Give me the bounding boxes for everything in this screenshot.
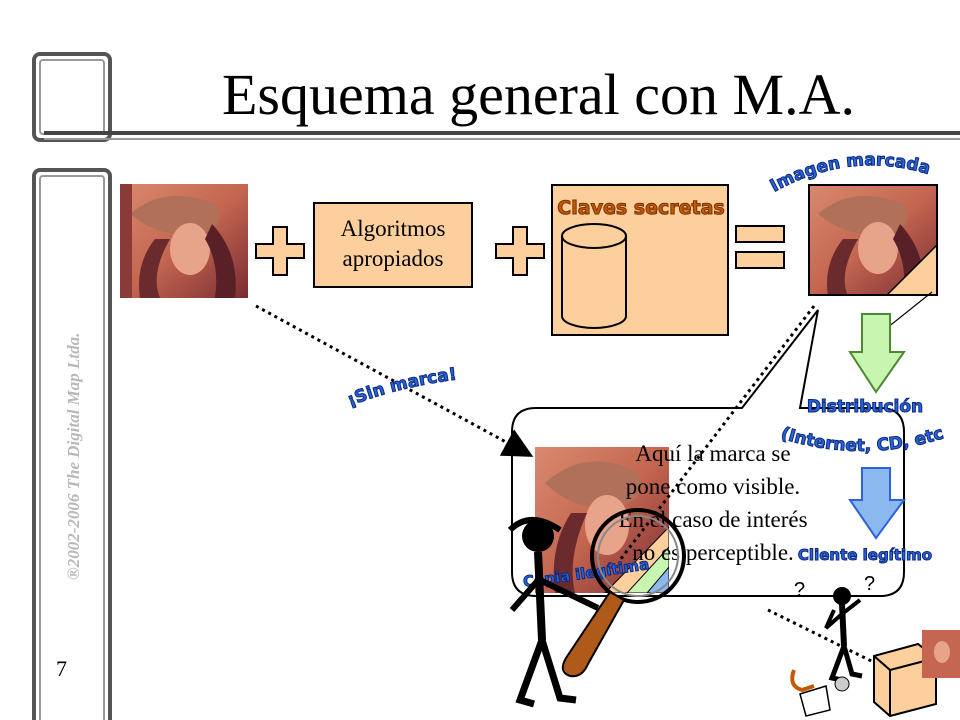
keys-label: Claves secretas: [557, 197, 724, 219]
marked-image: [808, 184, 938, 296]
plus-icon: [495, 226, 545, 276]
database-cylinder-icon: [561, 223, 627, 329]
algorithms-box: Algoritmos apropiados: [313, 202, 473, 288]
callout-text: Aquí la marca se pone como visible. En e…: [588, 437, 838, 569]
plus-icon: [255, 226, 305, 276]
blue-down-arrow-icon: [848, 467, 906, 540]
legit-client-figure-icon: ? ?: [790, 574, 960, 718]
distribution-channels-label-wordart: (Internet, CD, etc.): [776, 420, 946, 457]
original-image: [120, 184, 248, 298]
svg-text:(Internet, CD, etc.): (Internet, CD, etc.): [776, 420, 946, 456]
algorithms-line-1: Algoritmos: [340, 216, 446, 241]
svg-text:?: ?: [864, 574, 875, 595]
svg-text:¡Sin marca!: ¡Sin marca!: [344, 364, 457, 410]
distribution-label: Distribución: [807, 397, 923, 417]
detective-figure-icon: [507, 508, 686, 708]
callout-line-2: pone como visible.: [625, 474, 801, 499]
svg-text:?: ?: [794, 579, 805, 601]
no-mark-label-wordart: ¡Sin marca!: [344, 364, 458, 411]
slide-title: Esquema general con M.A.: [222, 62, 855, 127]
keys-label-wordart: Claves secretas: [557, 197, 725, 220]
no-mark-label: ¡Sin marca!: [344, 364, 458, 411]
callout-line-4: no es perceptible.: [632, 540, 794, 565]
distribution-channels-label: (Internet, CD, etc.): [776, 420, 946, 457]
illegitimate-copy-image: [535, 447, 669, 593]
legit-client-label-wordart: Cliente legítimo: [797, 546, 932, 565]
callout-line-1: Aquí la marca se: [635, 441, 791, 466]
green-down-arrow-icon: [848, 313, 906, 394]
equals-icon: [735, 225, 785, 269]
algorithms-line-2: apropiados: [342, 246, 444, 271]
distribution-label-wordart: Distribución: [806, 397, 923, 418]
legit-client-label: Cliente legítimo: [798, 546, 932, 564]
page-number: 7: [56, 656, 67, 681]
